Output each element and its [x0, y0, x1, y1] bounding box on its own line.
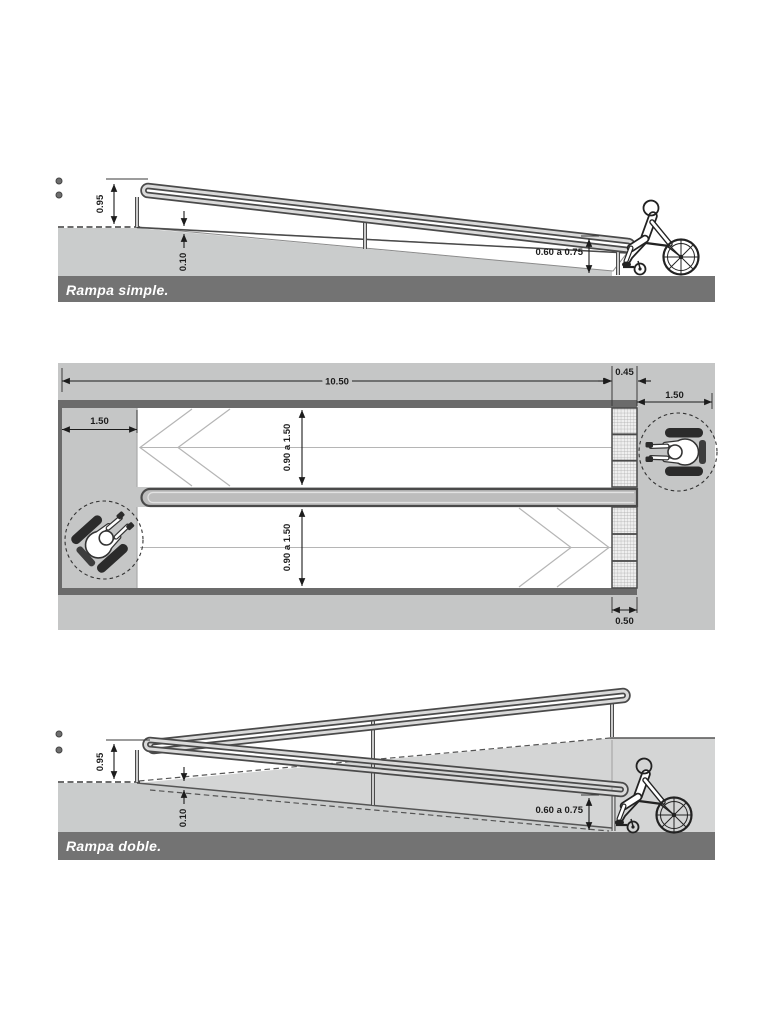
- caption-rampa-doble: Rampa doble.: [66, 838, 161, 854]
- dim-handrail-height-doble: 0.95: [95, 739, 150, 780]
- slope-direction-chevrons: [138, 408, 610, 588]
- dim-handrail-height-simple: 0.95: [95, 178, 148, 225]
- near-ramp-edge: [136, 782, 613, 829]
- dim-landing-right: 1.50: [636, 390, 713, 409]
- handrails-doble: [135, 687, 631, 831]
- caption-rampa-simple: Rampa simple.: [66, 282, 169, 298]
- tactile-strip-upper: [611, 407, 638, 488]
- dim-045-label: 0.45: [615, 367, 634, 378]
- caption-band-doble: [58, 832, 715, 860]
- plan-top-wall: [58, 400, 637, 408]
- dim-150-left-label: 1.50: [90, 416, 109, 427]
- dim-ramp-width-lower: 0.90 a 1.50: [282, 508, 306, 587]
- figure-rampa-simple: Rampa simple. 0.95 0.10 0.60 a 0.75: [55, 177, 715, 302]
- dim-1050-label: 10.50: [325, 377, 349, 388]
- section-marker-dots: [55, 177, 63, 199]
- upper-platform-face: [612, 738, 715, 832]
- dim-060-075-doble-label: 0.60 a 0.75: [535, 805, 583, 816]
- dim-060-075-label: 0.60 a 0.75: [535, 247, 583, 258]
- figure-rampa-doble: Rampa doble. 0.95 0.1: [55, 687, 715, 860]
- dim-landing-left: 1.50: [61, 410, 138, 433]
- ramp-slab: [58, 228, 612, 276]
- dim-090-150-upper-label: 0.90 a 1.50: [282, 424, 293, 472]
- dim-150-right-label: 1.50: [665, 390, 684, 401]
- dim-010-doble-label: 0.10: [178, 809, 189, 828]
- dim-lower-rail-doble: 0.60 a 0.75: [535, 794, 599, 831]
- central-handrail-plan: [140, 487, 639, 508]
- dim-095-doble-label: 0.95: [95, 752, 106, 771]
- plan-bottom-wall: [58, 588, 637, 595]
- figure-plan-view: 10.50 0.45 1.50 1.50 0.90 a 1.50 0.90 a …: [58, 363, 718, 630]
- turning-circle-right: [638, 412, 718, 492]
- dim-090-150-lower-label: 0.90 a 1.50: [282, 524, 293, 572]
- section-marker-dots-doble: [55, 730, 63, 754]
- dim-lower-rail-simple: 0.60 a 0.75: [535, 235, 599, 274]
- wheelchair-user-side-simple: [622, 201, 699, 275]
- near-ramp-slab: [58, 783, 612, 832]
- dim-tactile-strip: 0.50: [611, 597, 638, 627]
- dim-ramp-width-upper: 0.90 a 1.50: [282, 409, 306, 486]
- tactile-strip-lower: [611, 506, 638, 589]
- turning-circle-left: [64, 500, 144, 580]
- dim-total-length: 10.50: [61, 368, 613, 392]
- dim-095-label: 0.95: [95, 194, 106, 213]
- dim-010-label: 0.10: [178, 253, 189, 272]
- plan-left-wall: [58, 400, 62, 595]
- caption-band-simple: [58, 276, 715, 302]
- dim-curb-height-simple: 0.10: [178, 211, 189, 271]
- dim-curb-height-doble: 0.10: [178, 767, 189, 827]
- dim-050-label: 0.50: [615, 616, 634, 627]
